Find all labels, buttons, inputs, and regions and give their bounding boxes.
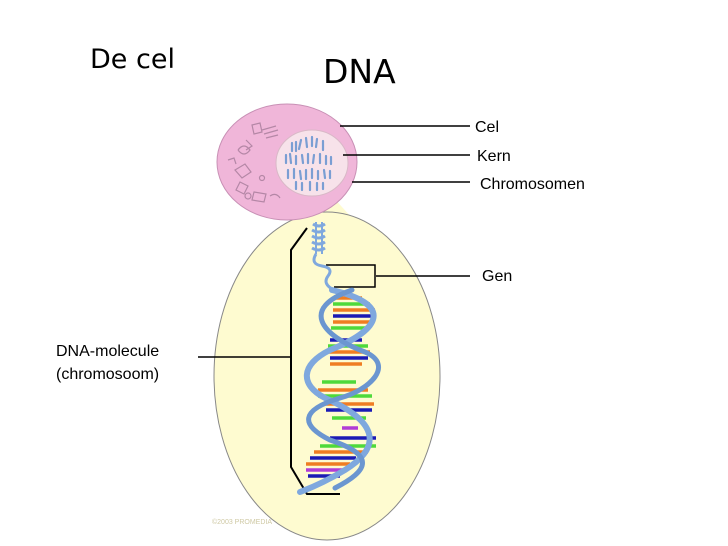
- slide-title: DNA: [323, 52, 396, 91]
- label-kern: Kern: [477, 148, 511, 165]
- double-helix: [297, 287, 381, 495]
- coiled-chromatin: [311, 222, 335, 292]
- watermark: ©2003 PROMEDIA: [212, 518, 272, 526]
- chromosomes: [284, 135, 333, 192]
- slide-heading: De cel: [90, 44, 175, 75]
- organelles: [227, 122, 281, 203]
- cell: [216, 103, 358, 221]
- label-cel: Cel: [475, 119, 500, 136]
- pointer-lines: [198, 125, 470, 358]
- label-gen: Gen: [482, 268, 513, 285]
- label-dna-molecule: DNA-molecule: [56, 343, 160, 360]
- dna-bracket: [290, 227, 340, 495]
- label-chromosoom: (chromosoom): [56, 366, 160, 383]
- gene-bracket: [326, 264, 376, 288]
- label-chromosomen: Chromosomen: [480, 176, 585, 193]
- zoom-region: [213, 196, 441, 541]
